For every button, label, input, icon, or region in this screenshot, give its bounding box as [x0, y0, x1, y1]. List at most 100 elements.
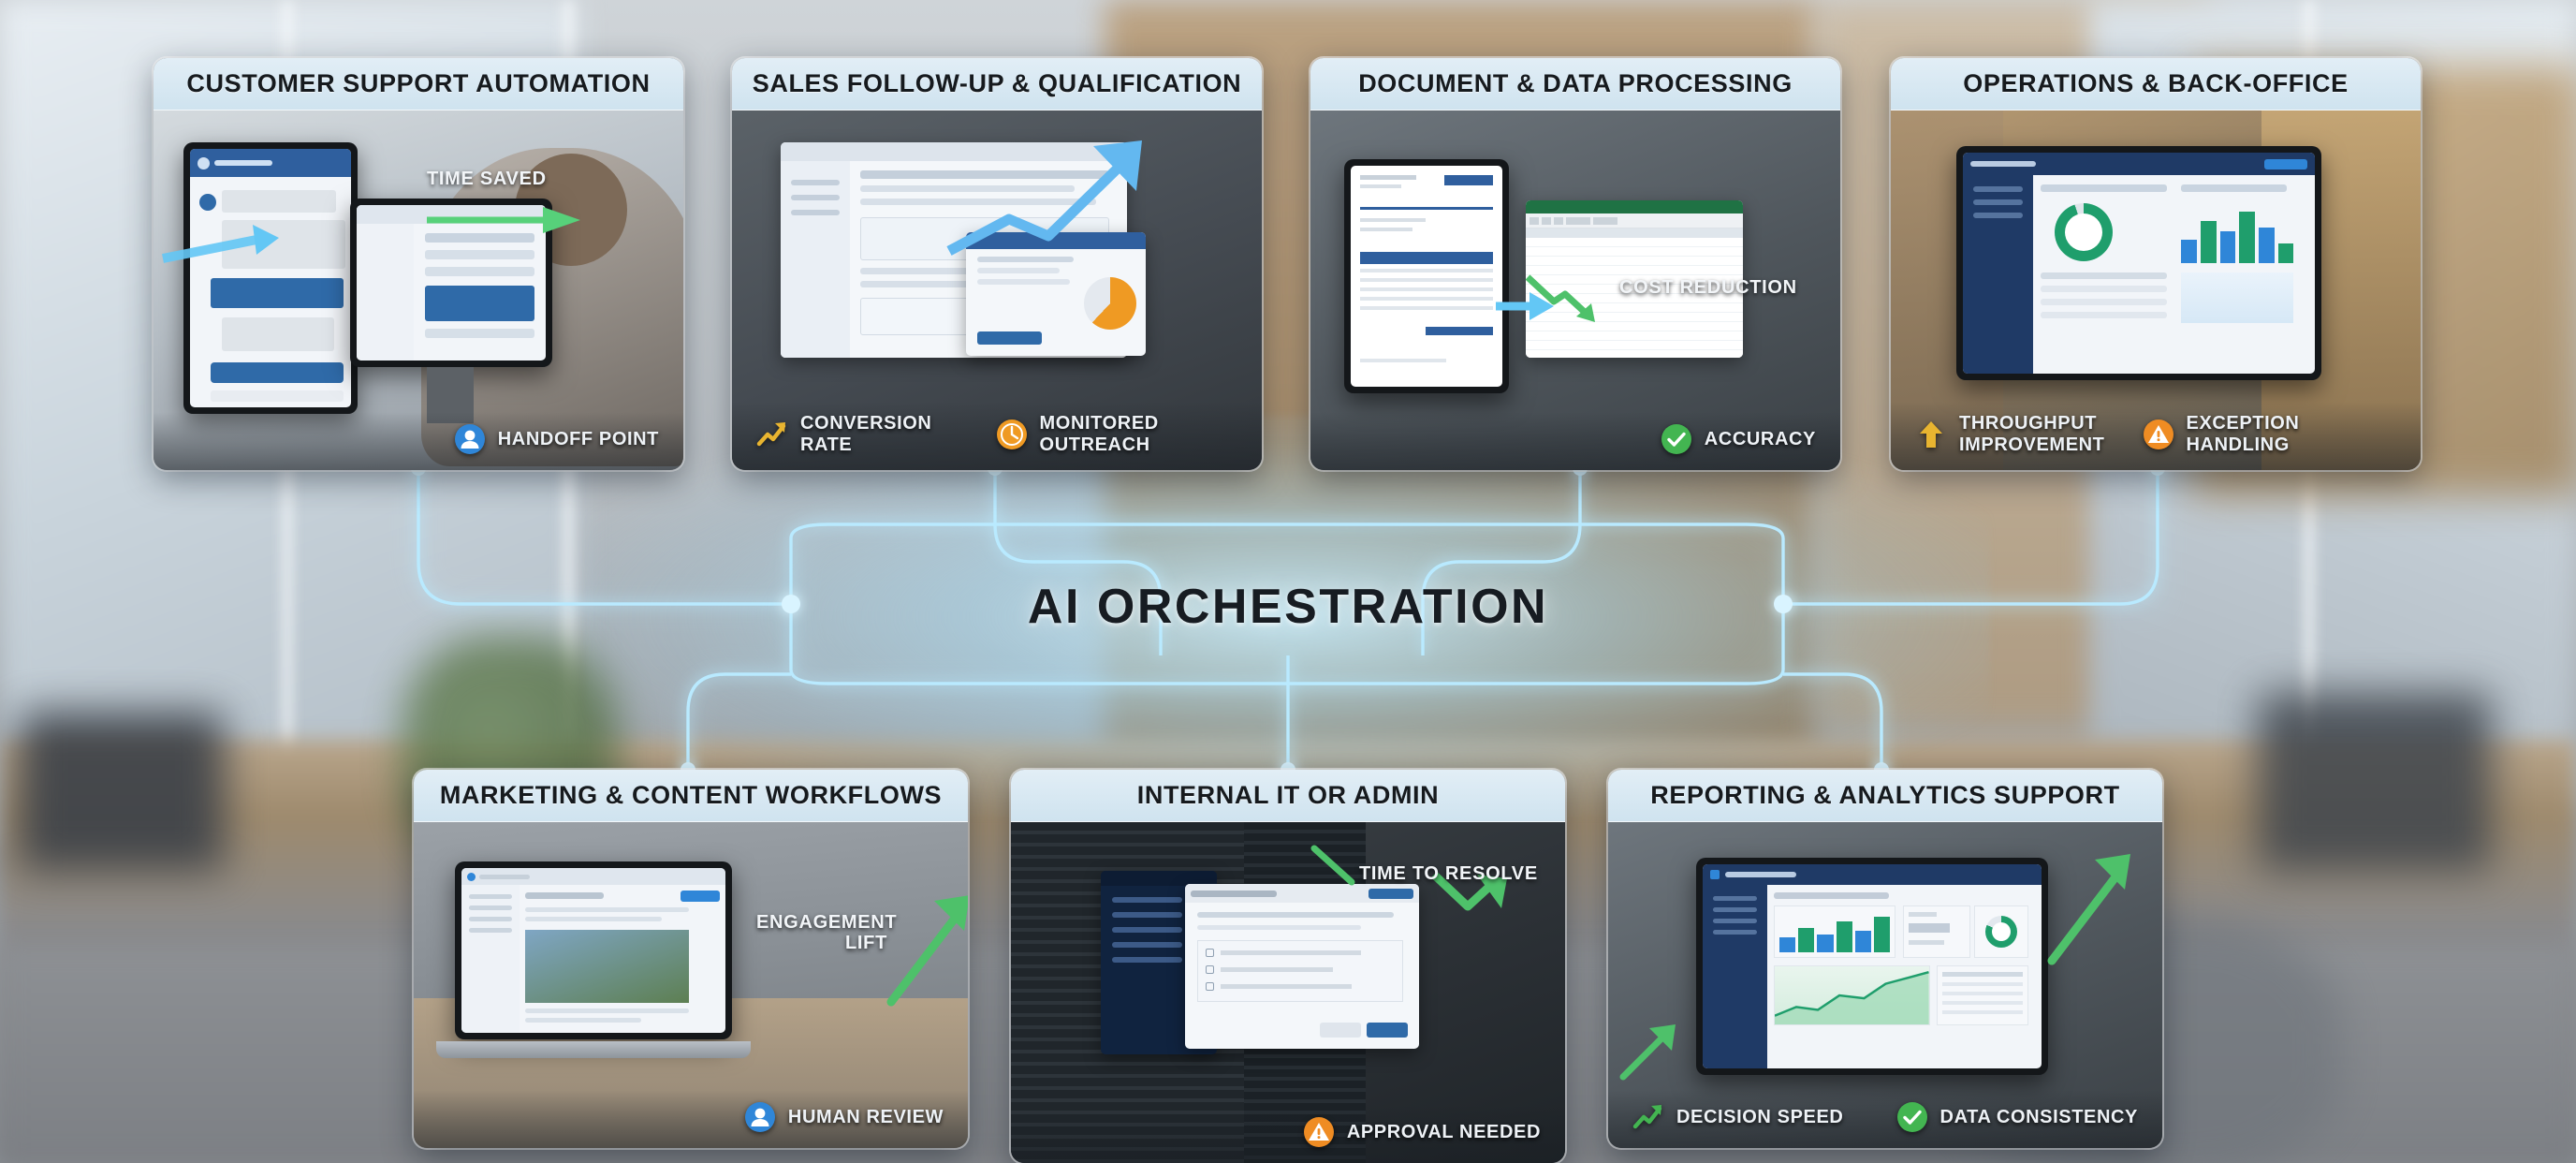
- analytics-tablet-device: [1696, 858, 2048, 1075]
- ops-row: [2040, 312, 2168, 318]
- ticket-window: [1185, 884, 1419, 1049]
- card-sales-followup-qualification[interactable]: SALES FOLLOW-UP & QUALIFICATION: [732, 58, 1262, 470]
- crm-nav-item[interactable]: [791, 195, 840, 200]
- badge-strip: HUMAN REVIEW: [414, 1090, 968, 1148]
- it-nav-item[interactable]: [1112, 942, 1182, 948]
- operations-dashboard-screen: [1963, 153, 2315, 374]
- analytics-nav-item[interactable]: [1712, 907, 1757, 912]
- crm-row: [860, 281, 1051, 287]
- annotation-cost-reduction: COST REDUCTION: [1619, 277, 1797, 298]
- card-internal-it-or-admin[interactable]: INTERNAL IT OR ADMIN: [1011, 770, 1565, 1163]
- card-customer-support-automation[interactable]: CUSTOMER SUPPORT AUTOMATION: [154, 58, 683, 470]
- cost-reduction-arrow-icon: [1525, 274, 1595, 322]
- ticket-checkbox[interactable]: [1205, 965, 1214, 974]
- warning-icon: [1303, 1116, 1335, 1148]
- card-marketing-content-workflows[interactable]: MARKETING & CONTENT WORKFLOWS: [414, 770, 968, 1148]
- analytics-area-chart: [1774, 965, 1930, 1025]
- invoice-total: [1426, 327, 1493, 335]
- crm-nav-item[interactable]: [791, 180, 840, 185]
- badge-accuracy[interactable]: ACCURACY: [1661, 423, 1816, 455]
- ticket-approve-button[interactable]: [1367, 1023, 1408, 1038]
- ops-section-title: [2040, 184, 2168, 192]
- cms-nav-item[interactable]: [469, 894, 512, 899]
- card-reporting-analytics-support[interactable]: REPORTING & ANALYTICS SUPPORT: [1608, 770, 2162, 1148]
- transfer-arrow-icon: [1496, 292, 1554, 320]
- ticket-panel: [1196, 940, 1403, 1002]
- background-monitor-right: [2258, 693, 2492, 871]
- ticket-cancel-button[interactable]: [1320, 1023, 1361, 1038]
- chat-action-button[interactable]: [211, 278, 344, 308]
- ops-nav-item[interactable]: [1973, 186, 2023, 192]
- crm-row: [860, 170, 1110, 179]
- dashboard-row: [424, 267, 534, 276]
- growth-arrow-icon: [946, 140, 1142, 256]
- badge-label: APPROVAL NEEDED: [1346, 1121, 1541, 1142]
- cms-heading: [524, 892, 605, 899]
- analytics-heading: [1774, 892, 1890, 899]
- badge-approval-needed[interactable]: APPROVAL NEEDED: [1303, 1116, 1541, 1148]
- outreach-row: [976, 279, 1071, 285]
- chat-input[interactable]: [211, 362, 344, 383]
- spreadsheet-titlebar: [1526, 200, 1743, 213]
- badge-label: DECISION SPEED: [1676, 1106, 1844, 1127]
- crm-row: [860, 199, 1096, 205]
- engagement-lift-arrow-icon: [886, 895, 968, 1007]
- outreach-button[interactable]: [976, 331, 1042, 345]
- card-title: SALES FOLLOW-UP & QUALIFICATION: [752, 69, 1242, 97]
- card-title: REPORTING & ANALYTICS SUPPORT: [1650, 781, 2120, 809]
- badge-throughput-improvement[interactable]: THROUGHPUT IMPROVEMENT: [1915, 413, 2105, 455]
- cms-nav-item[interactable]: [469, 905, 512, 910]
- badge-data-consistency[interactable]: DATA CONSISTENCY: [1896, 1101, 2138, 1133]
- analytics-nav-item[interactable]: [1712, 930, 1757, 935]
- it-nav-item[interactable]: [1112, 897, 1182, 903]
- invoice-footer-line: [1360, 359, 1446, 362]
- card-header: REPORTING & ANALYTICS SUPPORT: [1608, 770, 2162, 822]
- outreach-titlebar: [966, 232, 1146, 249]
- badge-monitored-outreach[interactable]: MONITORED OUTREACH: [996, 413, 1237, 455]
- badge-conversion-rate[interactable]: CONVERSION RATE: [756, 413, 959, 455]
- invoice-line: [1360, 218, 1426, 222]
- chat-bubble: [222, 190, 336, 213]
- ops-nav-item[interactable]: [1973, 199, 2023, 205]
- badge-handoff-point[interactable]: HANDOFF POINT: [454, 423, 659, 455]
- invoice-tablet-device: [1344, 159, 1509, 393]
- analytics-nav-item[interactable]: [1712, 919, 1757, 923]
- ticket-checkbox[interactable]: [1205, 982, 1214, 991]
- chat-user-icon: [199, 194, 216, 211]
- it-nav-item[interactable]: [1112, 927, 1182, 933]
- trend-up-icon: [756, 419, 788, 450]
- ticket-row: [1196, 912, 1394, 918]
- invoice-table-head: [1360, 252, 1493, 264]
- ops-nav-item[interactable]: [1973, 213, 2023, 218]
- card-header: MARKETING & CONTENT WORKFLOWS: [414, 770, 968, 822]
- ops-row: [2040, 299, 2168, 305]
- analytics-bar-chart: [1774, 905, 1896, 958]
- analytics-dashboard-screen: [1703, 864, 2042, 1068]
- crm-nav-item[interactable]: [791, 210, 840, 215]
- cms-publish-button[interactable]: [681, 891, 720, 902]
- person-icon: [454, 423, 486, 455]
- chat-title-text: [214, 160, 272, 166]
- badge-exception-handling[interactable]: EXCEPTION HANDLING: [2143, 413, 2397, 455]
- badge-human-review[interactable]: HUMAN REVIEW: [744, 1101, 944, 1133]
- outreach-donut-chart: [1084, 277, 1136, 330]
- outreach-window: [966, 232, 1146, 356]
- it-nav-item[interactable]: [1112, 957, 1182, 963]
- operations-tablet-device: [1956, 146, 2321, 380]
- card-operations-back-office[interactable]: OPERATIONS & BACK-OFFICE: [1891, 58, 2421, 470]
- ticket-checkbox[interactable]: [1205, 949, 1214, 957]
- cms-nav-item[interactable]: [469, 928, 512, 933]
- invoice-divider: [1360, 207, 1493, 210]
- card-header: OPERATIONS & BACK-OFFICE: [1891, 58, 2421, 110]
- annotation-time-to-resolve: TIME TO RESOLVE: [1359, 863, 1538, 884]
- ops-row: [2040, 286, 2168, 292]
- time-to-resolve-arrow-icon: [1310, 845, 1507, 911]
- card-document-data-processing[interactable]: DOCUMENT & DATA PROCESSING: [1310, 58, 1840, 470]
- cms-nav-item[interactable]: [469, 917, 512, 921]
- it-sidebar-titlebar: [1101, 871, 1217, 886]
- it-nav-item[interactable]: [1112, 912, 1182, 918]
- badge-decision-speed[interactable]: DECISION SPEED: [1632, 1101, 1843, 1133]
- badge-strip: CONVERSION RATE MONITORED OUTREACH: [732, 402, 1262, 470]
- analytics-nav-item[interactable]: [1712, 896, 1757, 901]
- card-body: TIME TO RESOLVE APPROVAL NEEDED: [1011, 822, 1565, 1163]
